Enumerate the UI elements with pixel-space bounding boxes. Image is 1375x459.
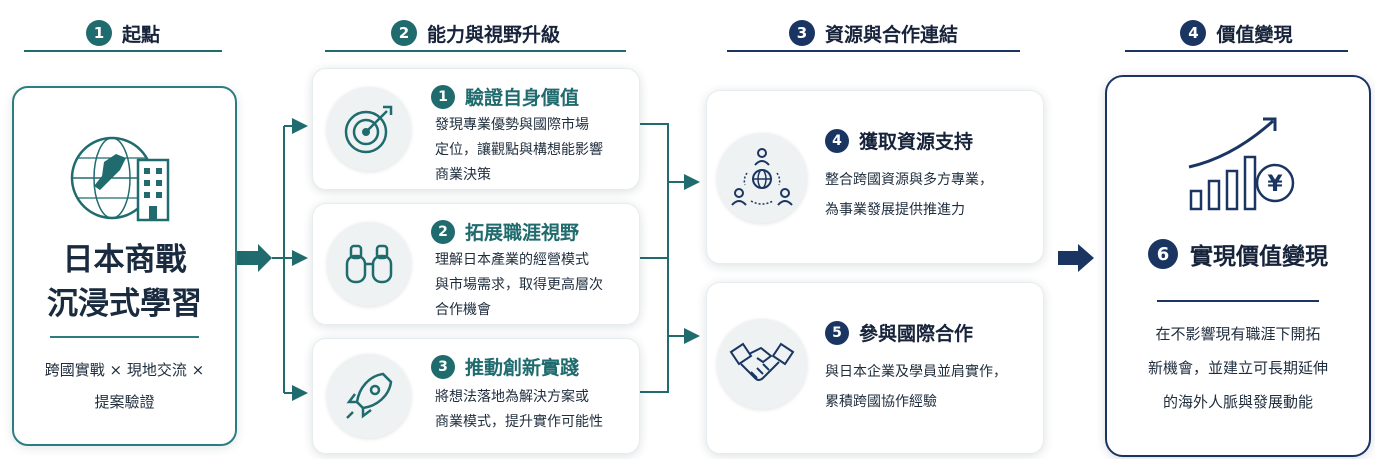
start-divider (50, 336, 199, 338)
stage-header-2: 2 能力與視野升級 (325, 14, 626, 52)
rocket-icon (327, 354, 411, 438)
resource-number: 5 (825, 320, 849, 345)
flow-arrow-outcome (1058, 244, 1094, 272)
target-icon (327, 87, 411, 171)
japan-globe-building-icon (64, 128, 184, 228)
handshake-icon (717, 319, 807, 409)
outcome-title-row: 6 實現價值變現 (1107, 237, 1369, 271)
capability-description: 將想法落地為解決方案或 商業模式，提升實作可能性 (435, 389, 603, 430)
capability-number: 1 (431, 84, 455, 109)
network-globe-icon (717, 133, 807, 223)
capability-title-row: 1 驗證自身價值 (431, 83, 579, 110)
stage-label: 資源與合作連結 (824, 23, 958, 46)
capability-title: 拓展職涯視野 (465, 222, 580, 244)
stage-divider (1125, 50, 1348, 52)
stage-divider (727, 50, 1020, 52)
growth-chart-yen-icon: ¥ (1183, 111, 1299, 211)
merge-line-lower (638, 258, 669, 393)
capability-title-row: 2 拓展職涯視野 (431, 218, 579, 245)
stage-number: 3 (788, 20, 815, 46)
stage-label: 起點 (121, 23, 160, 46)
stage-label: 價值變現 (1216, 23, 1293, 46)
stage-number: 2 (390, 20, 417, 46)
stage-header-3: 3 資源與合作連結 (727, 14, 1020, 52)
binoculars-icon (327, 222, 411, 306)
start-card: 日本商戰 沉浸式學習 跨國實戰 × 現地交流 × 提案驗證 (12, 86, 237, 446)
resource-title: 參與國際合作 (859, 323, 974, 345)
stage-divider (24, 50, 222, 52)
outcome-number: 6 (1148, 239, 1178, 269)
resource-card-5: 5 參與國際合作 與日本企業及學員並肩實作， 累積跨國協作經驗 (706, 282, 1044, 454)
capability-title: 推動創新實踐 (465, 357, 580, 379)
resource-number: 4 (825, 128, 849, 153)
resource-title: 獲取資源支持 (859, 131, 974, 153)
outcome-description: 在不影響現有職涯下開拓 新機會，並建立可長期延伸 的海外人脈與發展動能 (1147, 325, 1328, 411)
resource-card-4: 4 獲取資源支持 整合跨國資源與多方專業， 為事業發展提供推進力 (706, 90, 1044, 264)
resource-description: 與日本企業及學員並肩實作， 累積跨國協作經驗 (825, 364, 1007, 410)
capability-number: 2 (431, 219, 455, 244)
merge-line-upper (638, 123, 669, 258)
outcome-title: 實現價值變現 (1190, 244, 1328, 270)
start-subtitle: 跨國實戰 × 現地交流 × 提案驗證 (44, 361, 205, 411)
svg-text:¥: ¥ (1267, 172, 1283, 197)
capability-description: 理解日本產業的經營模式 與市場需求，取得更高層次 合作機會 (435, 252, 603, 318)
stage-number: 1 (85, 20, 112, 46)
outcome-card: ¥ 6 實現價值變現 在不影響現有職涯下開拓 新機會，並建立可長期延伸 的海外人… (1105, 75, 1371, 457)
flow-arrow-start (233, 244, 272, 272)
stage-divider (325, 50, 626, 52)
capability-number: 3 (431, 354, 455, 379)
start-title: 日本商戰 沉浸式學習 (47, 242, 202, 322)
stage-number: 4 (1180, 20, 1207, 46)
resource-title-row: 4 獲取資源支持 (825, 127, 973, 154)
outcome-divider (1157, 300, 1319, 302)
capability-card-3: 3 推動創新實踐 將想法落地為解決方案或 商業模式，提升實作可能性 (312, 338, 640, 454)
capability-card-2: 2 拓展職涯視野 理解日本產業的經營模式 與市場需求，取得更高層次 合作機會 (312, 203, 640, 325)
capability-title-row: 3 推動創新實踐 (431, 353, 579, 380)
stage-header-4: 4 價值變現 (1125, 14, 1348, 52)
resource-description: 整合跨國資源與多方專業， 為事業發展提供推進力 (825, 172, 993, 218)
capability-card-1: 1 驗證自身價值 發現專業優勢與國際市場 定位，讓觀點與構想能影響 商業決策 (312, 68, 640, 190)
stage-header-1: 1 起點 (24, 14, 222, 52)
capability-description: 發現專業優勢與國際市場 定位，讓觀點與構想能影響 商業決策 (435, 117, 603, 183)
stage-label: 能力與視野升級 (426, 23, 560, 46)
capability-title: 驗證自身價值 (465, 87, 580, 109)
resource-title-row: 5 參與國際合作 (825, 319, 973, 346)
